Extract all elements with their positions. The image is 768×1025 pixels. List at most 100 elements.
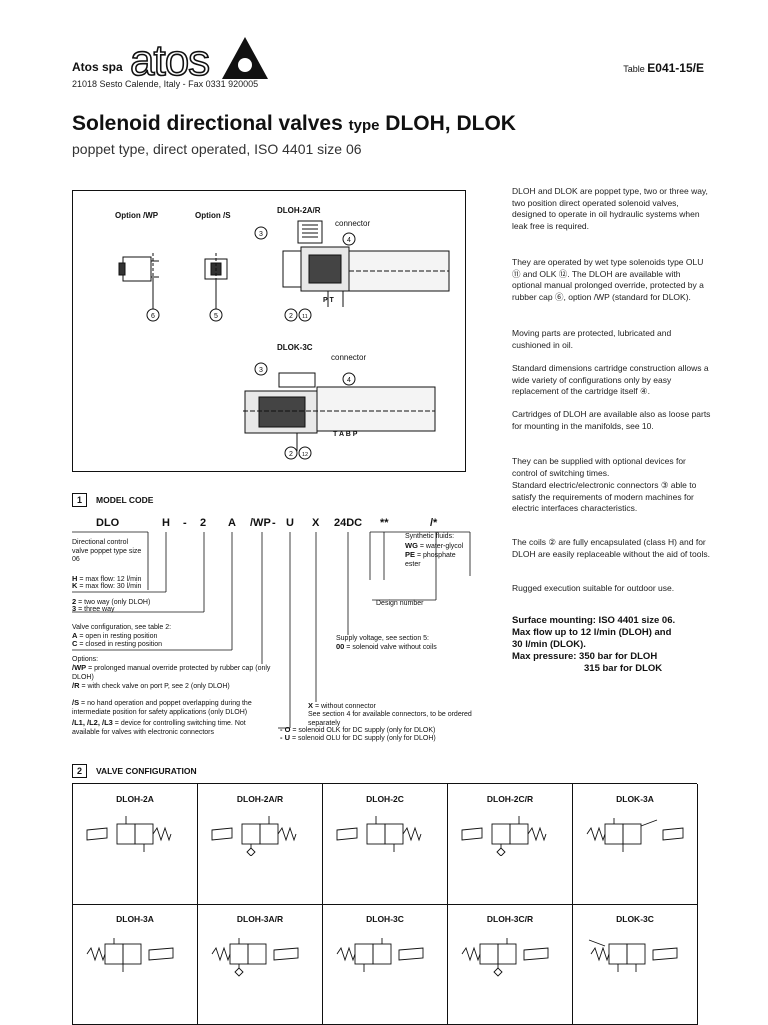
config-cell: DLOK-3A [573,784,698,905]
note-zero-key: 00 [336,642,345,651]
config-cell: DLOK-3C [573,904,698,1025]
code-fluids: ** [380,517,389,529]
note-k-key: K [72,581,78,590]
company-address: 21018 Sesto Calende, Italy - Fax 0331 92… [72,79,259,89]
valve-symbol-2way [86,816,172,852]
desc-paragraph-7: Standard electric/electronic connectors … [512,480,697,514]
note-o-text: = solenoid OLK for DC supply (only for D… [292,727,436,734]
valve-symbol-3way-dlok-closed [588,939,678,972]
note-o: - O = solenoid OLK for DC supply (only f… [280,725,470,736]
valve-config-title: VALVE CONFIGURATION [96,766,197,776]
note-k: K = max flow: 30 l/min [72,581,142,592]
note-wp-text: = prolonged manual override protected by… [72,665,271,681]
config-cell: DLOH-2C/R [448,784,573,905]
note-two-text: = two way (only DLOH) [78,599,151,606]
callout-2-bottom: 2 [289,451,293,458]
spec-flow-dlok: 30 l/min (DLOK). [512,639,586,650]
note-h-key: H [72,574,78,583]
note-u-text: = solenoid OLU for DC supply (only for D… [291,735,436,742]
valve-drawing: 3 4 6 5 2 11 3 4 2 12 [118,220,450,460]
table-reference: Table E041-15/E [623,61,704,75]
note-wg: WG = water-glycol [405,541,467,552]
code-x: X [312,517,320,529]
code-dlo: DLO [96,517,120,529]
spec-pressure-dlok: 315 bar for DLOK [584,663,663,674]
note-r: /R = with check valve on port P, see 2 (… [72,681,272,692]
note-supply: Supply voltage, see section 5: [336,635,430,642]
title-models: DLOH, DLOK [385,112,516,135]
note-pe-key: PE [405,550,416,559]
callout-12: 12 [302,452,308,458]
connector-label-top: connector [335,219,371,228]
page-subtitle: poppet type, direct operated, ISO 4401 s… [72,141,362,157]
note-design: Design number [376,600,424,607]
connector-label-bottom: connector [331,353,367,362]
model-code-leader-lines [72,531,471,729]
note-l-key: /L1, /L2, /L3 [72,718,113,727]
desc-paragraph-9: Rugged execution suitable for outdoor us… [512,583,675,593]
note-two: 2 = two way (only DLOH) [72,597,151,608]
config-label: DLOH-2A [116,794,154,804]
logo-text: atos [130,36,209,83]
code-dash-2: - [272,517,276,529]
dlok-label: DLOK-3C [277,343,313,352]
table-code: E041-15/E [647,61,704,75]
callout-4-bottom: 4 [347,377,351,384]
note-c-text: = closed in resting position [79,641,163,648]
config-label: DLOH-3C [366,914,404,924]
config-label: DLOH-3A [116,914,154,924]
note-r-key: /R [72,681,80,690]
note-l-text: = device for controlling switching time.… [72,720,246,736]
config-cell: DLOH-3C [323,904,448,1025]
note-wp: /WP = prolonged manual override protecte… [72,663,272,682]
title-type-word: type [348,117,380,134]
desc-paragraph-4: Standard dimensions cartridge constructi… [512,363,709,397]
note-pe-text: = phosphate ester [405,552,456,568]
code-wp: /WP [250,517,271,529]
callout-6: 6 [151,313,155,320]
config-cell: DLOH-2A [73,784,198,905]
note-config-title: Valve configuration, see table 2: [72,624,172,631]
option-wp-label: Option /WP [115,211,159,220]
note-h: H = max flow: 12 l/min [72,574,142,585]
code-design: /* [430,517,438,529]
config-cell: DLOH-2C [323,784,448,905]
valve-section-figure: Option /WP Option /S DLOH-2A/R connector… [72,190,466,472]
valve-symbol-3way-closed [336,938,424,972]
page-title: Solenoid directional valves type DLOH, D… [72,112,516,136]
callout-3-bottom: 3 [259,367,263,374]
desc-paragraph-3: Moving parts are protected, lubricated a… [512,328,672,350]
note-three: 3 = three way [72,604,115,615]
atos-logo: atos [129,33,270,88]
note-l: /L1, /L2, /L3 = device for controlling s… [72,718,272,737]
callout-3: 3 [259,231,263,238]
valve-symbol-3way-dlok [586,818,684,852]
note-three-text: = three way [78,606,115,613]
note-pe: PE = phosphate ester [405,550,467,569]
valve-symbol-2way-check [211,816,297,856]
code-voltage: 24DC [334,517,363,529]
note-wg-text: = water-glycol [419,543,464,550]
note-k-text: = max flow: 30 l/min [79,583,142,590]
code-dash-1: - [183,517,187,529]
note-x2: See section 4 for available connectors, … [308,711,472,727]
note-h-text: = max flow: 12 l/min [79,576,142,583]
note-three-key: 3 [72,604,77,613]
note-zero-text: = solenoid valve without coils [346,644,437,651]
section-number-1: 1 [72,493,87,507]
config-cell: DLOH-3A/R [198,904,323,1025]
config-label: DLOH-3C/R [486,914,534,924]
note-u-key: - U [280,733,290,742]
spec-flow: Max flow up to 12 l/min (DLOH) and [512,627,672,638]
desc-paragraph-2: They are operated by wet type solenoids … [512,257,704,302]
note-c-key: C [72,639,78,648]
note-two-key: 2 [72,597,77,606]
config-label: DLOH-2C/R [486,794,534,804]
valve-symbol-2way-closed [336,816,422,852]
note-x: X = without connector [308,701,478,712]
note-dlo: Directional control valve poppet type si… [72,539,142,564]
model-code-title: MODEL CODE [96,495,154,505]
note-x-text: = without connector [314,703,376,710]
config-cell: DLOH-3A [73,904,198,1025]
